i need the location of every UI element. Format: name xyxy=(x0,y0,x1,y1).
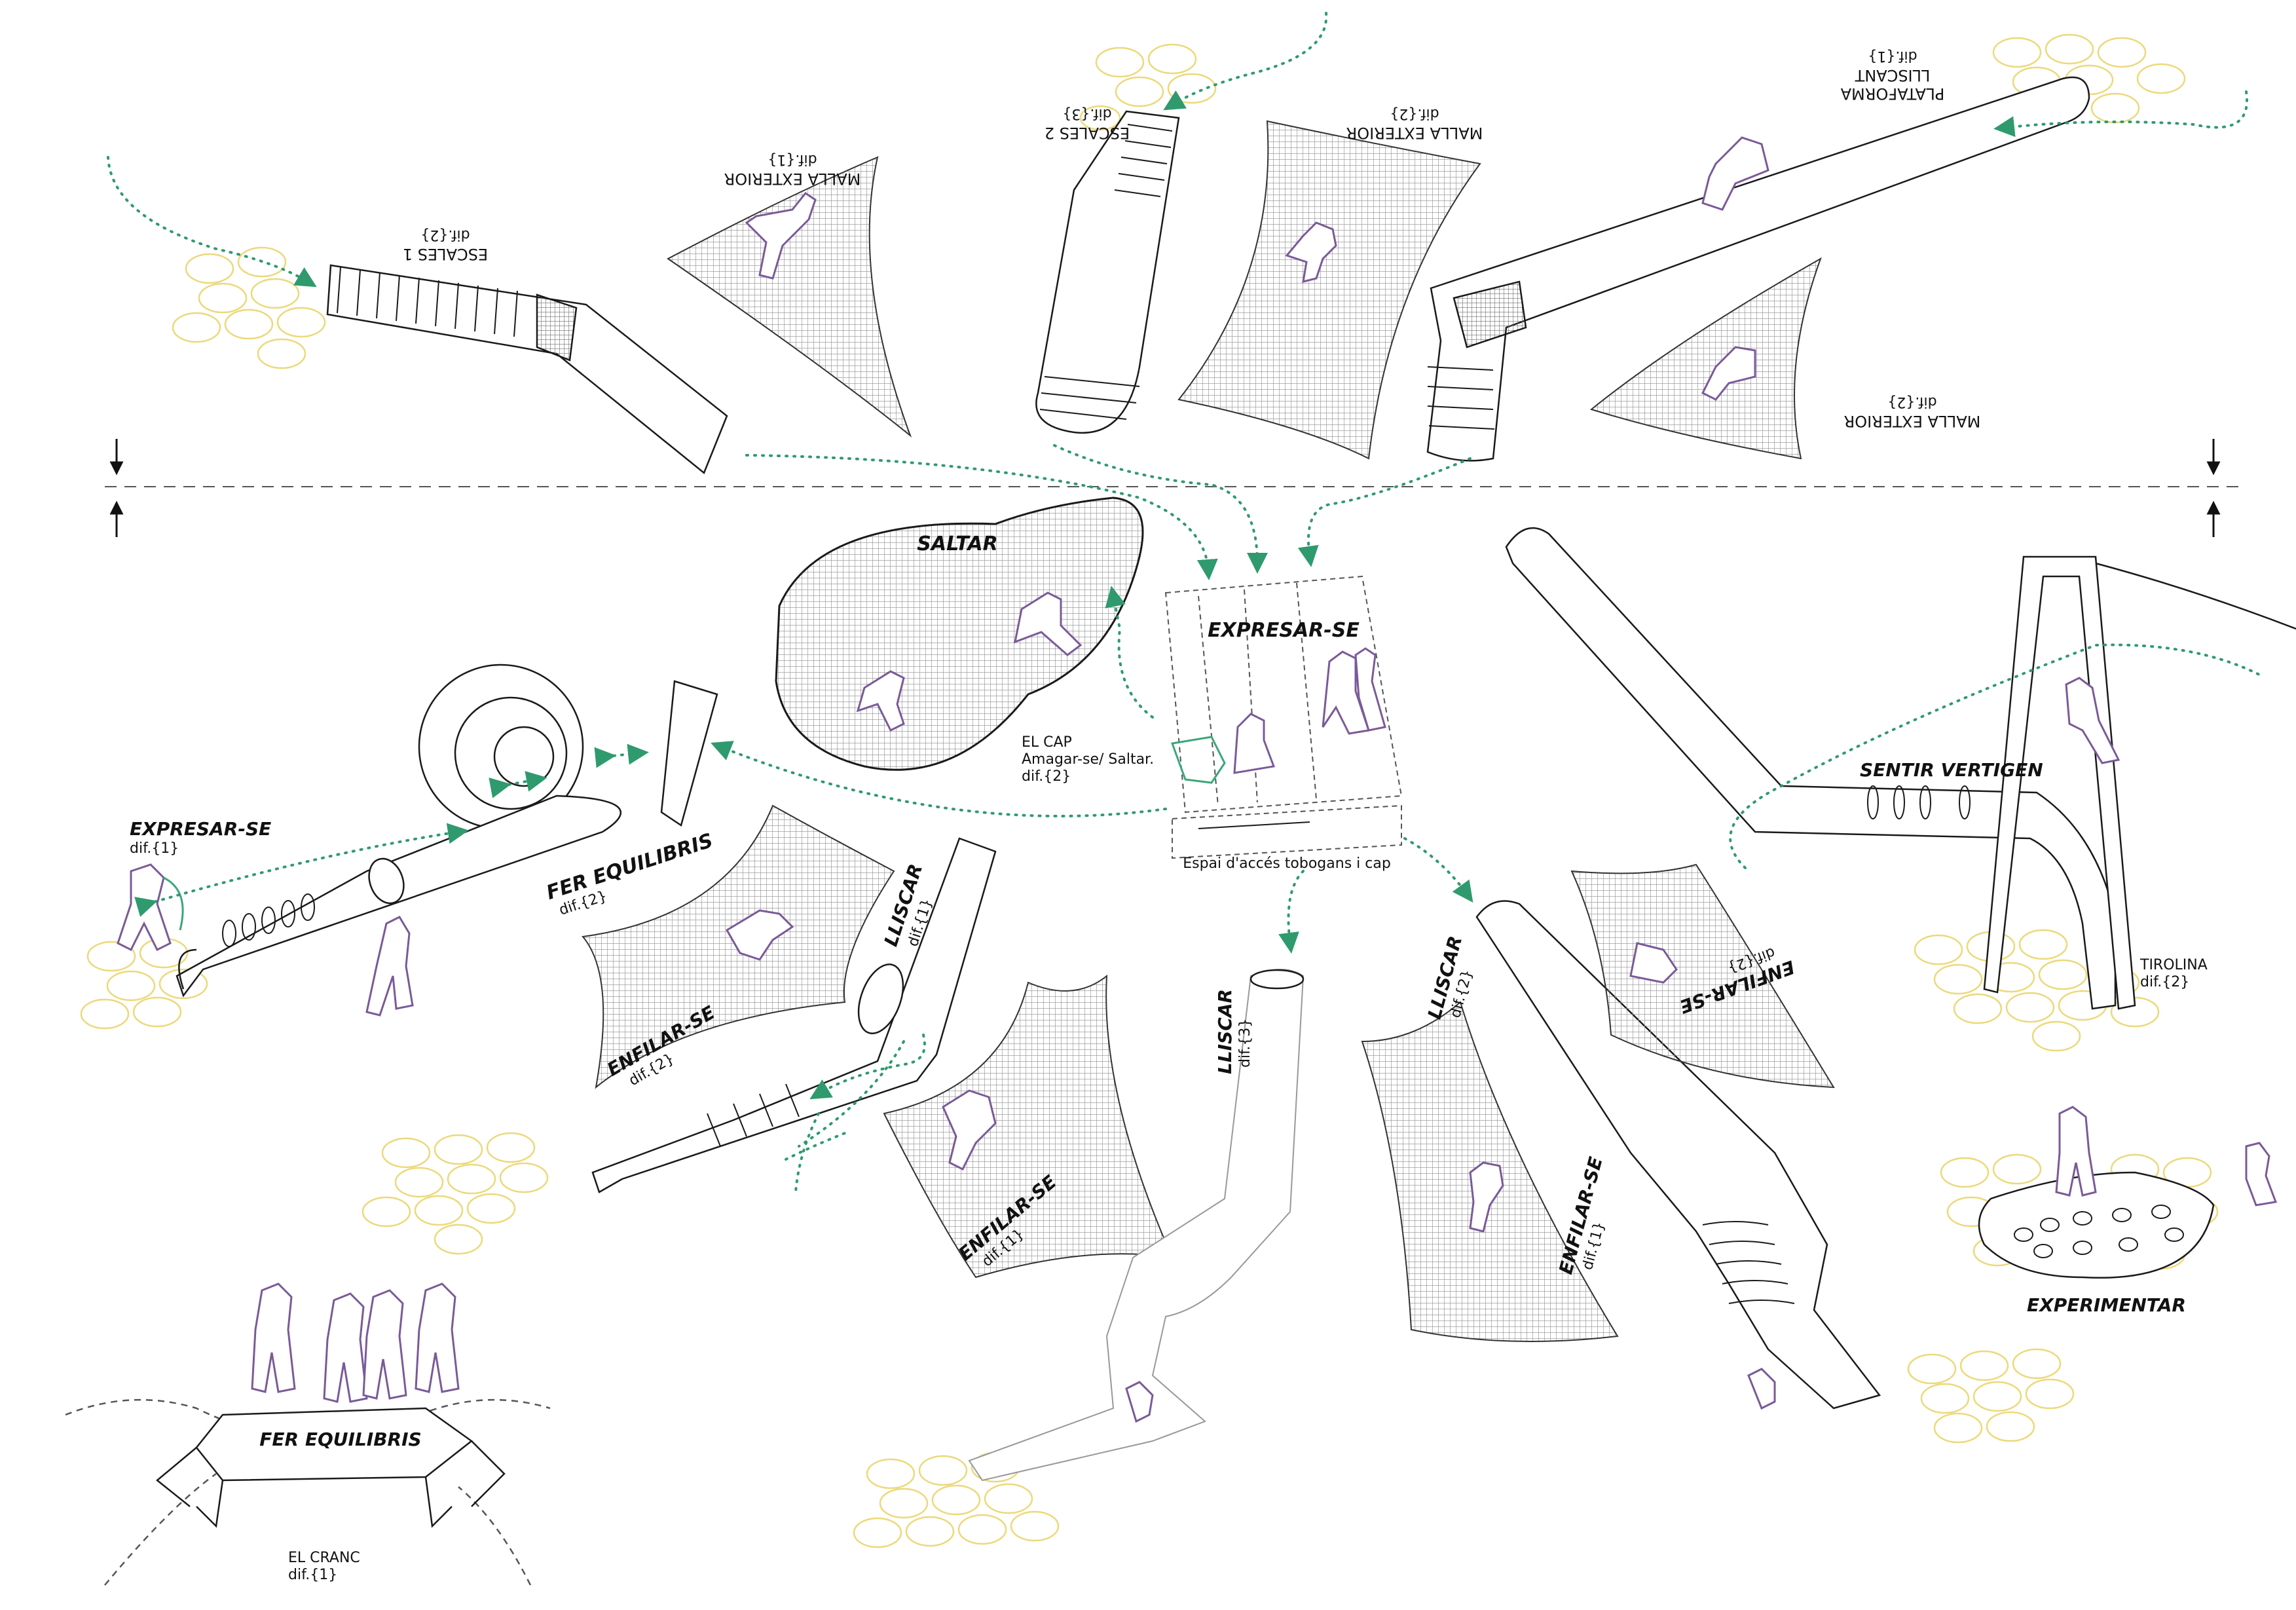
zone-circles-escales1 xyxy=(172,246,326,369)
child-figure xyxy=(1469,1161,1504,1233)
malla-exterior-3 xyxy=(1589,257,1822,460)
elcap-sub: Amagar-se/ Saltar. xyxy=(1022,751,1154,768)
zone-circles-lliscar1 xyxy=(361,1132,549,1255)
saltar-label: SALTAR xyxy=(917,533,997,555)
escales1-dif: dif.{2} xyxy=(420,227,470,243)
child-figure xyxy=(2065,677,2120,764)
escales1-label: ESCALES 1 xyxy=(403,245,488,263)
escales2-label: ESCALES 2 xyxy=(1045,124,1130,142)
tirolina-dif: dif.{2} xyxy=(2140,974,2189,990)
child-figure xyxy=(725,909,794,961)
child-figure xyxy=(2055,1106,2097,1197)
green-chair xyxy=(1170,736,1226,784)
enfilar-mesh-2 xyxy=(883,974,1174,1279)
child-figure xyxy=(251,1282,296,1393)
elcranc-label: EL CRANC xyxy=(288,1550,360,1566)
tirolina-structure xyxy=(1505,527,2296,1010)
enfilar-mesh-4 xyxy=(1570,863,1835,1089)
zone-circles-escales2 xyxy=(1079,43,1217,131)
escales2-dif: dif.{3} xyxy=(1062,105,1111,122)
malla3-dif: dif.{2} xyxy=(1887,394,1936,410)
el-cap-dome xyxy=(775,496,1144,771)
lliscar-slide-1 xyxy=(591,837,997,1193)
child-figure xyxy=(1701,346,1756,401)
child-figure xyxy=(745,191,817,280)
child-figure xyxy=(1629,942,1678,984)
plataforma-lliscant-slide xyxy=(1426,76,2090,462)
lliscar-2-dif: dif.{3} xyxy=(1237,1019,1253,1068)
zone-circles-expresar xyxy=(80,937,208,1030)
child-figure xyxy=(362,1289,407,1400)
el-cranc-structure xyxy=(65,1282,551,1586)
child-figure xyxy=(1125,1381,1154,1423)
child-figure xyxy=(942,1089,997,1171)
espai-label: Espai d'accés tobogans i cap xyxy=(1183,855,1391,872)
enfilar-mesh-1 xyxy=(582,804,895,1089)
experimentar-label: EXPERIMENTAR xyxy=(2027,1294,2186,1316)
tirolina-label: TIROLINA xyxy=(2139,957,2208,973)
child-figure xyxy=(415,1282,460,1393)
enfilar-mesh-3 xyxy=(1361,1001,1619,1342)
expresar-center-label: EXPRESAR-SE xyxy=(1208,619,1360,642)
malla3-label: MALLA EXTERIOR xyxy=(1844,412,1981,430)
expresar-left-label: EXPRESAR-SE xyxy=(130,818,271,840)
zone-circles-lliscar3 xyxy=(1907,1348,2075,1444)
child-figure xyxy=(117,863,172,952)
child-figure xyxy=(1285,221,1337,284)
elcranc-dif: dif.{1} xyxy=(288,1567,337,1583)
experimentar-table xyxy=(1978,1106,2278,1279)
expresar-left-dif: dif.{1} xyxy=(130,840,179,857)
child-figure xyxy=(2245,1142,2278,1207)
lliscar-slide-3 xyxy=(1475,900,1881,1410)
child-figure xyxy=(1354,647,1386,732)
malla1-label: MALLA EXTERIOR xyxy=(724,170,861,188)
sentir-vertigen-label: SENTIR VERTIGEN xyxy=(1860,759,2043,781)
malla2-dif: dif.{2} xyxy=(1390,105,1439,122)
plataforma-label-1: PLATAFORMA xyxy=(1840,84,1944,103)
elcap-label: EL CAP xyxy=(1022,734,1072,751)
access-platform xyxy=(1164,575,1403,859)
child-figure xyxy=(1701,136,1769,211)
lliscar-slide-2 xyxy=(968,969,1305,1482)
enfilar-3-label: ENFILAR-SE xyxy=(1555,1155,1607,1277)
section-cut-line xyxy=(105,439,2240,537)
malla2-label: MALLA EXTERIOR xyxy=(1346,124,1483,142)
child-figure xyxy=(856,670,905,732)
circulation-paths xyxy=(107,12,2261,1193)
child-figure xyxy=(1747,1368,1776,1410)
green-ring xyxy=(163,876,184,931)
malla-exterior-1 xyxy=(667,156,912,438)
malla-exterior-2 xyxy=(1177,120,1481,460)
plataforma-dif: dif.{1} xyxy=(1868,48,1917,64)
malla1-dif: dif.{1} xyxy=(768,151,817,168)
plataforma-label-2: LLISCANT xyxy=(1855,66,1930,84)
lliscar-2-label: LLISCAR xyxy=(1214,989,1236,1074)
child-figure xyxy=(365,916,414,1017)
child-figure xyxy=(1013,591,1083,656)
child-figure xyxy=(323,1292,368,1403)
child-figure xyxy=(1233,713,1276,774)
escales1-slide xyxy=(326,264,728,475)
fer-equilibris-2-label: FER EQUILIBRIS xyxy=(259,1429,421,1450)
elcap-dif: dif.{2} xyxy=(1022,768,1071,785)
escales2-tower xyxy=(1035,110,1180,434)
